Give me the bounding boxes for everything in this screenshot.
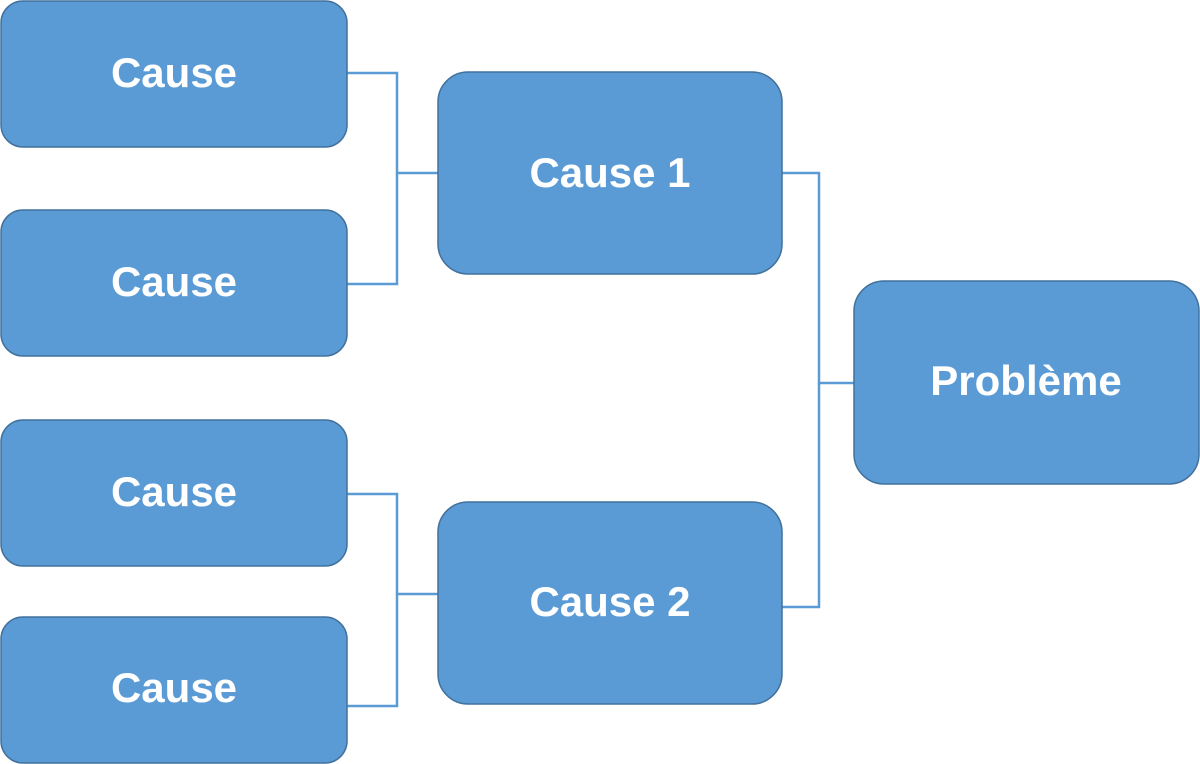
- cause-1-box: Cause 1: [437, 71, 783, 275]
- problem-label: Problème: [930, 357, 1121, 404]
- cause-1-box-shape: [437, 71, 783, 275]
- cause-box-2-shape: [0, 209, 348, 357]
- connector-cause-b-to-cause-1: [347, 173, 399, 286]
- connector-cause-1-to-problem: [782, 171, 854, 385]
- cause-box-2: Cause: [0, 209, 348, 357]
- cause-box-2-label: Cause: [111, 258, 237, 305]
- cause-box-1: Cause: [0, 0, 348, 148]
- cause-box-1-label: Cause: [111, 49, 237, 96]
- cause-box-3: Cause: [0, 419, 348, 567]
- cause-2-label: Cause 2: [529, 578, 690, 625]
- problem-box: Problème: [853, 280, 1200, 485]
- connector-cause-d-to-cause-2: [347, 594, 399, 708]
- cause-box-4: Cause: [0, 616, 348, 764]
- cause-1-label: Cause 1: [529, 149, 690, 196]
- connector-cause-2-to-problem: [782, 383, 821, 609]
- cause-box-4-label: Cause: [111, 664, 237, 711]
- connector-cause-c-to-cause-2: [347, 492, 438, 596]
- cause-box-1-shape: [0, 0, 348, 148]
- cause-box-3-shape: [0, 419, 348, 567]
- cause-box-3-label: Cause: [111, 468, 237, 515]
- cause-box-4-shape: [0, 616, 348, 764]
- problem-box-shape: [853, 280, 1200, 485]
- cause-2-box-shape: [437, 501, 783, 705]
- connector-cause-a-to-cause-1: [347, 71, 438, 175]
- cause-2-box: Cause 2: [437, 501, 783, 705]
